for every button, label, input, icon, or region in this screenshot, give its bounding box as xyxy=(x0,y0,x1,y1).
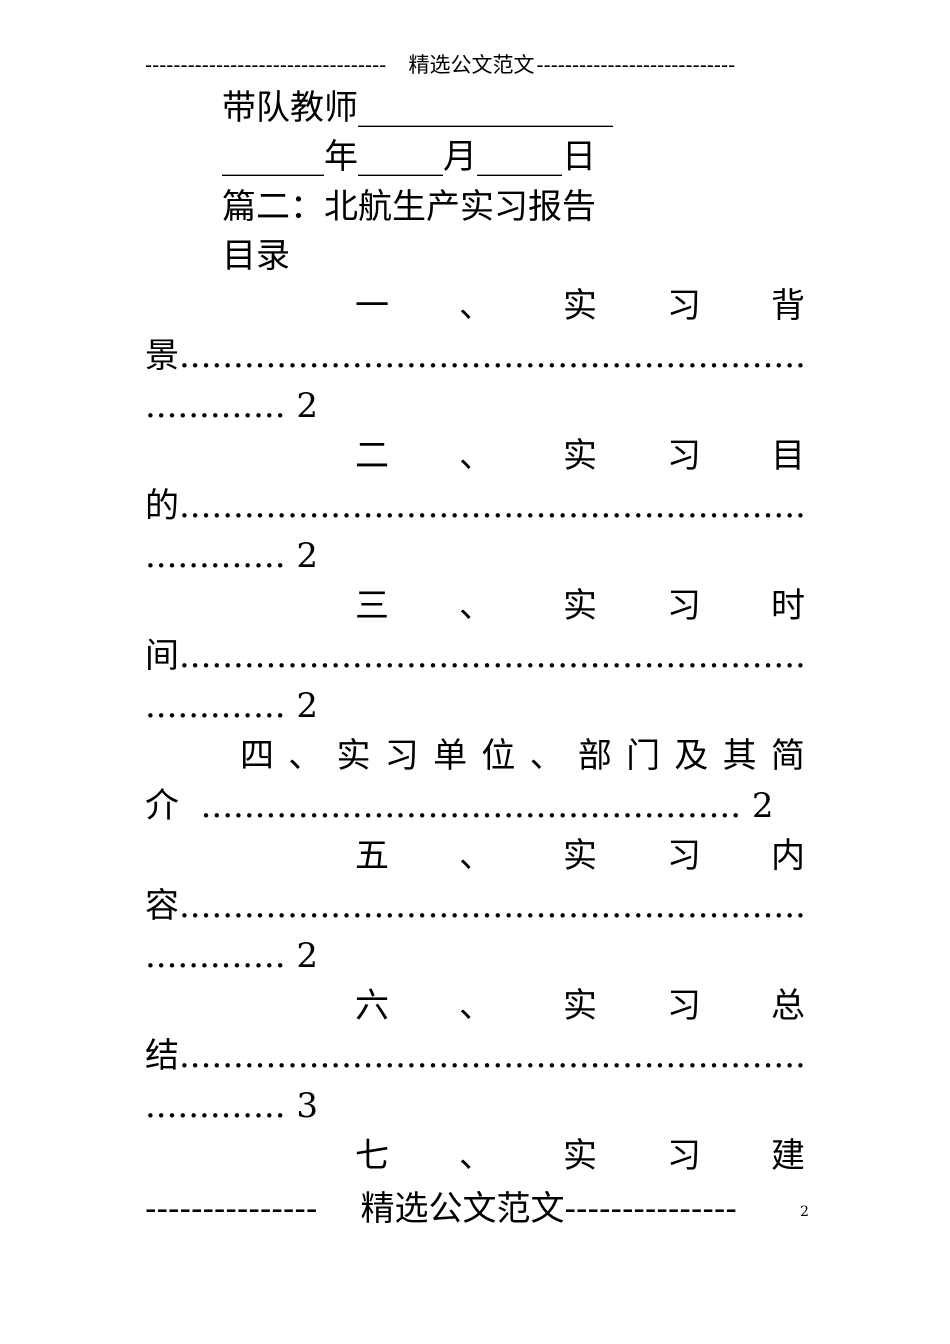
toc-char: 实 xyxy=(563,1136,597,1176)
toc-entry-4-page: 介 ......................................… xyxy=(145,782,773,830)
toc-char: 时 xyxy=(771,586,805,626)
page-dots: ............. xyxy=(145,536,286,576)
dot-leader xyxy=(179,482,805,530)
toc-char: 习 xyxy=(667,986,701,1026)
header-dashes-right: ---------------------------- xyxy=(536,53,736,77)
toc-entry-6-heading: 六 、 实 习 总 xyxy=(355,982,805,1030)
toc-entry-3-leader: 间 xyxy=(145,632,805,680)
toc-char: 背 xyxy=(771,286,805,326)
toc-char: 实 xyxy=(563,586,597,626)
toc-char: 习 xyxy=(667,436,701,476)
dot-leader: ........................................… xyxy=(200,786,742,826)
dot-leader xyxy=(179,882,805,930)
page-dots: ............. xyxy=(145,936,286,976)
toc-entry-2-heading: 二 、 实 习 目 xyxy=(355,432,805,480)
page-dots: ............. xyxy=(145,386,286,426)
toc-entry-2-leader: 的 xyxy=(145,482,805,530)
page-ref: 2 xyxy=(751,786,774,826)
toc-char: 二 xyxy=(355,436,389,476)
toc-char: 内 xyxy=(771,836,805,876)
toc-entry-1-leader: 景 xyxy=(145,332,805,380)
dot-leader xyxy=(179,332,805,380)
header-dashes-left: ---------------------------------- xyxy=(145,53,387,77)
toc-entry-6-page: ............. 3 xyxy=(145,1082,318,1130)
toc-char: 、 xyxy=(529,736,564,776)
toc-char: 建 xyxy=(771,1136,805,1176)
toc-char: 、 xyxy=(459,436,493,476)
page-dots: ............. xyxy=(145,1086,286,1126)
page-ref: 2 xyxy=(296,386,318,426)
toc-char: 习 xyxy=(384,736,419,776)
date-line: ______年_____月_____日 xyxy=(222,137,596,177)
toc-char: 单 xyxy=(433,736,468,776)
toc-char: 门 xyxy=(626,736,661,776)
page-ref: 2 xyxy=(296,686,318,726)
toc-title: 目录 xyxy=(222,236,290,276)
toc-char: 六 xyxy=(355,986,389,1026)
teacher-line: 带队教师_______________ xyxy=(222,88,613,128)
toc-char: 实 xyxy=(563,986,597,1026)
toc-char: 、 xyxy=(459,836,493,876)
toc-char: 目 xyxy=(771,436,805,476)
toc-char: 七 xyxy=(355,1136,389,1176)
toc-entry-3-page: ............. 2 xyxy=(145,682,318,730)
toc-tail: 景 xyxy=(145,336,179,376)
toc-entry-1-heading: 一 、 实 习 背 xyxy=(355,282,805,330)
toc-char: 实 xyxy=(563,436,597,476)
toc-char: 四 xyxy=(240,736,274,776)
dot-leader xyxy=(179,1032,805,1080)
toc-char: 其 xyxy=(722,736,757,776)
chapter-title: 篇二：北航生产实习报告 xyxy=(222,187,596,227)
footer-dashes-right: --------------- xyxy=(564,1189,737,1229)
toc-char: 习 xyxy=(667,286,701,326)
toc-tail: 介 xyxy=(145,786,179,826)
toc-char: 实 xyxy=(563,286,597,326)
header-title: 精选公文范文 xyxy=(408,53,535,77)
toc-char: 位 xyxy=(481,736,516,776)
toc-char: 、 xyxy=(459,1136,493,1176)
toc-char: 、 xyxy=(459,986,493,1026)
footer-dashes-left: --------------- xyxy=(145,1189,318,1229)
page-number: 2 xyxy=(800,1204,809,1220)
toc-char: 习 xyxy=(667,836,701,876)
toc-entry-6-leader: 结 xyxy=(145,1032,805,1080)
toc-char: 总 xyxy=(771,986,805,1026)
toc-char: 五 xyxy=(355,836,389,876)
toc-tail: 的 xyxy=(145,486,179,526)
page-ref: 2 xyxy=(296,936,318,976)
toc-char: 、 xyxy=(459,286,493,326)
toc-tail: 结 xyxy=(145,1036,179,1076)
toc-char: 实 xyxy=(336,736,371,776)
toc-char: 实 xyxy=(563,836,597,876)
dot-leader xyxy=(179,632,805,680)
toc-char: 简 xyxy=(770,736,805,776)
page-ref: 3 xyxy=(296,1086,318,1126)
page-dots: ............. xyxy=(145,686,286,726)
toc-entry-2-page: ............. 2 xyxy=(145,532,318,580)
toc-entry-3-heading: 三 、 实 习 时 xyxy=(355,582,805,630)
toc-char: 及 xyxy=(674,736,709,776)
page-ref: 2 xyxy=(296,536,318,576)
toc-char: 三 xyxy=(355,586,389,626)
toc-char: 、 xyxy=(459,586,493,626)
toc-char: 部 xyxy=(577,736,612,776)
toc-char: 、 xyxy=(288,736,323,776)
toc-char: 习 xyxy=(667,586,701,626)
page-header: ---------------------------------- 精选公文范… xyxy=(145,50,798,80)
toc-entry-7-heading: 七 、 实 习 建 xyxy=(355,1132,805,1180)
toc-tail: 容 xyxy=(145,886,179,926)
page-footer: --------------- 精选公文范文 --------------- xyxy=(145,1185,780,1233)
toc-entry-5-heading: 五 、 实 习 内 xyxy=(355,832,805,880)
toc-entry-5-leader: 容 xyxy=(145,882,805,930)
footer-title: 精选公文范文 xyxy=(360,1189,565,1229)
toc-char: 习 xyxy=(667,1136,701,1176)
toc-char: 一 xyxy=(355,286,389,326)
toc-entry-4-heading: 四 、 实 习 单 位 、 部 门 及 其 简 xyxy=(240,732,805,780)
toc-tail: 间 xyxy=(145,636,179,676)
toc-entry-1-page: ............. 2 xyxy=(145,382,318,430)
toc-entry-5-page: ............. 2 xyxy=(145,932,318,980)
